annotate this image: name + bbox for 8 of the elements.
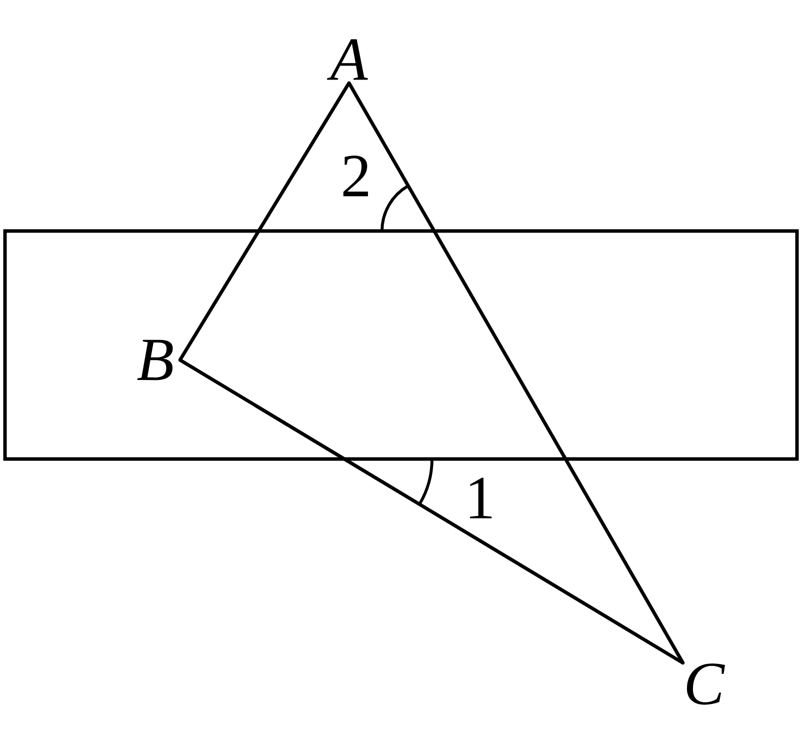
triangle-side	[178, 358, 684, 665]
vertex-label: A	[326, 39, 368, 80]
triangle-side	[347, 82, 685, 664]
vertex-label: B	[137, 340, 173, 380]
angle-number: 2	[343, 156, 368, 196]
angle-number: 1	[470, 478, 492, 518]
vertex-label: C	[686, 664, 725, 705]
triangle-side	[178, 82, 351, 362]
